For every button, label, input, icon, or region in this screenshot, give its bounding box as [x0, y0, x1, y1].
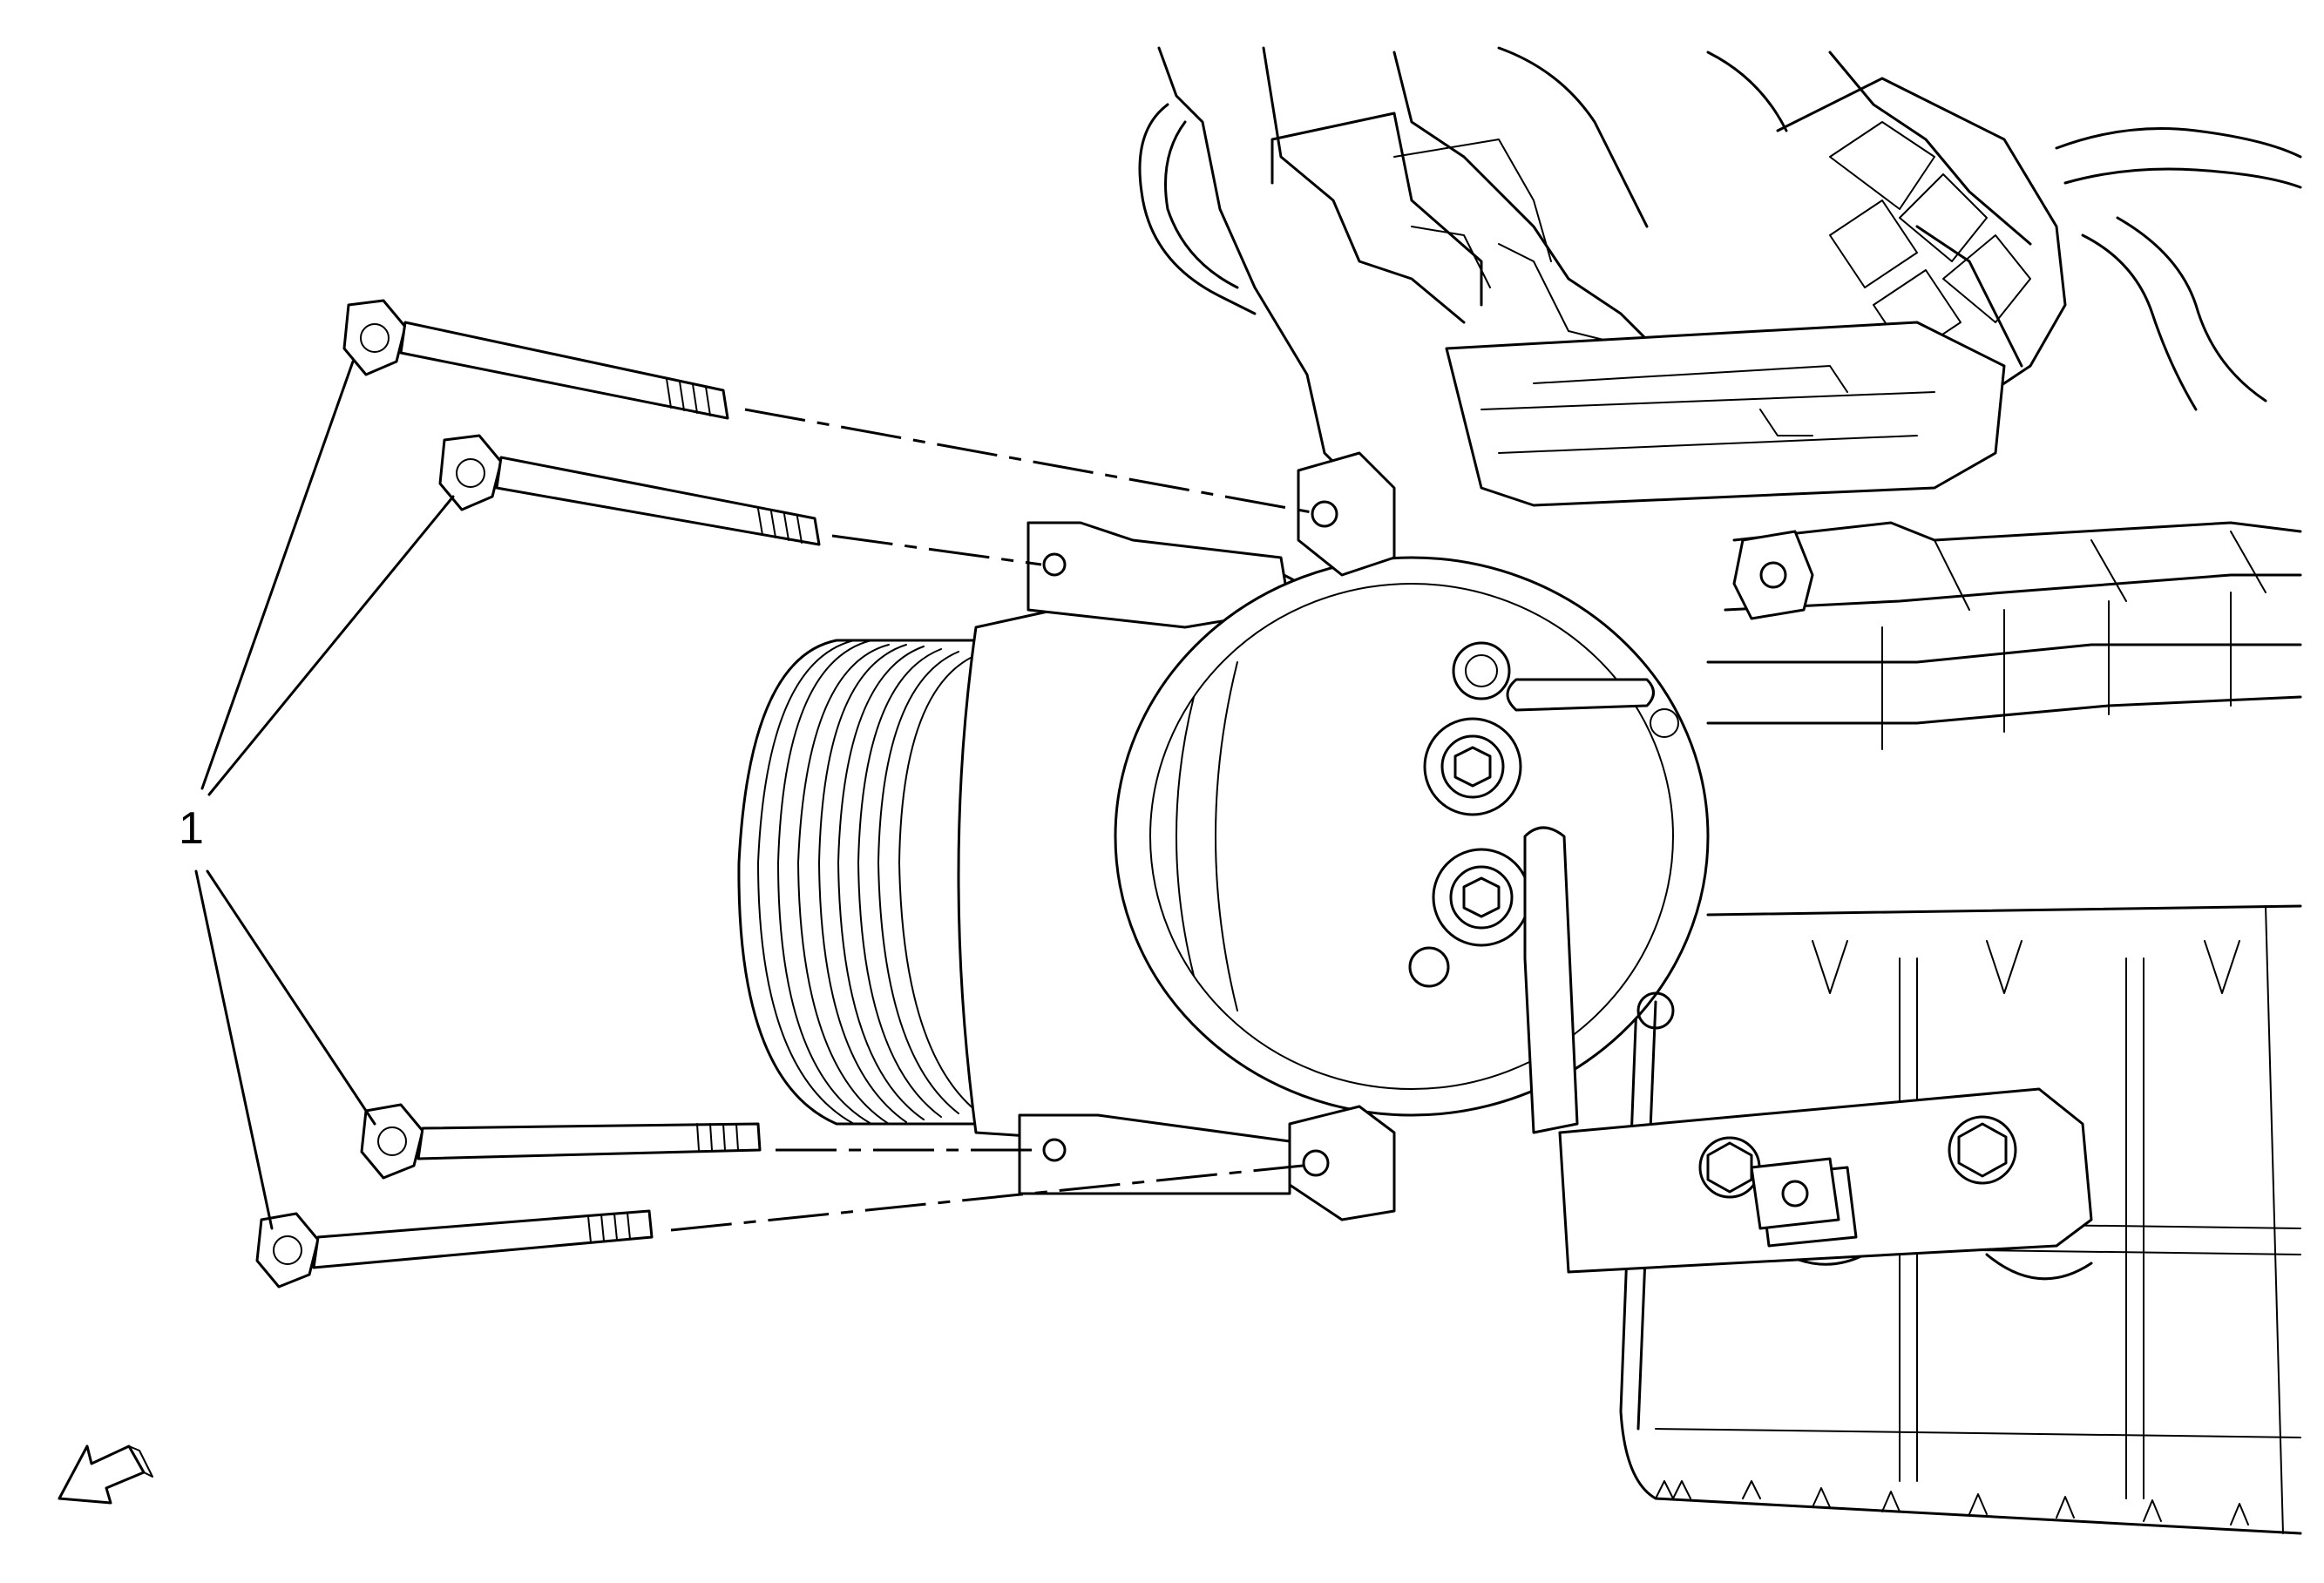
front-view-arrow-icon [58, 1444, 153, 1505]
alignment-lines [670, 408, 1312, 1232]
engine-mount-bosses [1732, 530, 1840, 1230]
callout-label-1: 1 [179, 803, 204, 854]
callout-leaders [194, 360, 455, 1230]
compressor-bolt-1 [342, 299, 729, 420]
ac-compressor [737, 451, 1710, 1221]
compressor-bolt-3 [360, 1103, 762, 1180]
compressor-bolt-4 [255, 1209, 654, 1289]
compressor-bolt-2 [438, 434, 821, 546]
